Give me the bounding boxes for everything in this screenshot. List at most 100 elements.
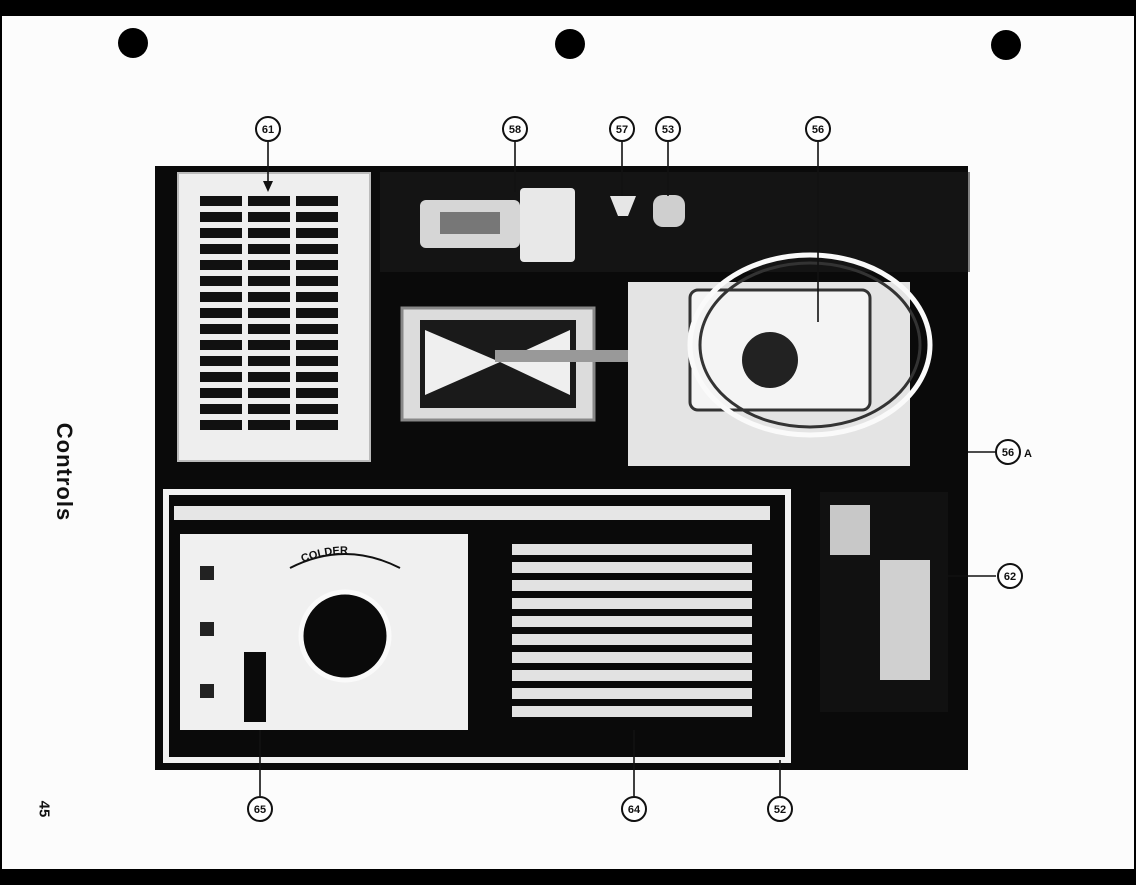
louver-slat xyxy=(512,544,752,555)
grille-slot xyxy=(296,260,338,270)
grille-slot xyxy=(200,388,242,398)
grille-slot xyxy=(248,372,290,382)
louver-slat xyxy=(512,598,752,609)
grille-slot xyxy=(200,324,242,334)
grille-slot xyxy=(200,276,242,286)
callout-58-label: 58 xyxy=(509,124,521,136)
grille-slot xyxy=(200,228,242,238)
grille-slot xyxy=(296,372,338,382)
grille-slot xyxy=(248,260,290,270)
callout-58: 58 xyxy=(502,116,528,142)
grille-slot xyxy=(296,228,338,238)
switch-face xyxy=(880,560,930,680)
grille-slot xyxy=(296,276,338,286)
part-clip xyxy=(610,196,636,216)
plate-bracket xyxy=(425,330,570,395)
callout-62: 62 xyxy=(997,563,1023,589)
grille-slot xyxy=(200,404,242,414)
callout-64-label: 64 xyxy=(628,804,641,816)
callout-64: 64 xyxy=(621,796,647,822)
grille-slot xyxy=(296,196,338,206)
grille-slot xyxy=(248,212,290,222)
callout-57-label: 57 xyxy=(616,124,628,136)
part-air-louver xyxy=(505,538,757,730)
grille-slot xyxy=(200,372,242,382)
callout-52: 52 xyxy=(767,796,793,822)
grille-slot xyxy=(296,212,338,222)
callout-53-label: 53 xyxy=(662,124,674,136)
callout-61-label: 61 xyxy=(262,124,274,136)
grille-slot xyxy=(296,420,338,430)
grille-slot xyxy=(200,356,242,366)
callout-52-label: 52 xyxy=(774,804,786,816)
louver-slats xyxy=(512,544,752,717)
grille-slot xyxy=(248,388,290,398)
thermostat-dial-core xyxy=(742,332,798,388)
grille-slot xyxy=(200,340,242,350)
grille-slot xyxy=(200,196,242,206)
grille-slot xyxy=(248,324,290,334)
part-grille xyxy=(177,172,371,462)
grille-slot xyxy=(296,244,338,254)
grille-slot xyxy=(200,420,242,430)
louver-slat xyxy=(512,706,752,717)
grille-slot xyxy=(296,340,338,350)
grille-slot xyxy=(296,388,338,398)
grille-slot xyxy=(200,260,242,270)
grille-slot xyxy=(200,308,242,318)
grille-slot xyxy=(248,196,290,206)
bulb-cap xyxy=(520,188,575,262)
part-thermostat-bulb xyxy=(420,188,575,262)
grille-slot xyxy=(296,356,338,366)
callout-56a-suffix: A xyxy=(1024,448,1032,460)
grille-slot xyxy=(296,324,338,334)
grille-slot xyxy=(296,292,338,302)
part-control-panel-frame xyxy=(163,489,791,763)
louver-slat xyxy=(512,562,752,573)
bulb-band xyxy=(440,212,500,234)
switch-bracket xyxy=(830,505,870,555)
leader-arrow-61 xyxy=(263,181,273,192)
grille-slot xyxy=(248,340,290,350)
callout-56-label: 56 xyxy=(812,124,824,136)
part-switch xyxy=(820,492,948,712)
dial-arc xyxy=(289,553,401,569)
louver-slat xyxy=(512,616,752,627)
plate-shaft xyxy=(495,350,635,362)
callout-53: 53 xyxy=(655,116,681,142)
dial-marker-2 xyxy=(200,622,214,636)
punch-hole-middle xyxy=(555,29,585,59)
punch-hole-right xyxy=(991,30,1021,60)
louver-slat xyxy=(512,670,752,681)
callout-65-label: 65 xyxy=(254,804,266,816)
grille-slot xyxy=(248,244,290,254)
grille-slot xyxy=(200,244,242,254)
punch-hole-left xyxy=(118,28,148,58)
grille-slot xyxy=(296,404,338,414)
callout-56: 56 xyxy=(805,116,831,142)
callout-62-label: 62 xyxy=(1004,571,1016,583)
grille-slots xyxy=(200,196,338,430)
callout-57: 57 xyxy=(609,116,635,142)
part-knob-cap xyxy=(653,195,685,227)
panel-top-strip xyxy=(174,506,770,520)
dial-marker-3 xyxy=(200,684,214,698)
grille-slot xyxy=(248,356,290,366)
grille-slot xyxy=(200,292,242,302)
dial-slot xyxy=(244,652,266,722)
louver-slat xyxy=(512,634,752,645)
part-dial-plate: COLDER xyxy=(180,534,468,730)
callout-65: 65 xyxy=(247,796,273,822)
grille-slot xyxy=(248,420,290,430)
dial-marker-1 xyxy=(200,566,214,580)
louver-slat xyxy=(512,580,752,591)
capillary-tube-inner xyxy=(698,261,922,429)
grille-slot xyxy=(200,212,242,222)
callout-56a-label: 56 xyxy=(1002,447,1014,459)
grille-slot xyxy=(248,308,290,318)
grille-slot xyxy=(248,228,290,238)
louver-slat xyxy=(512,652,752,663)
part-thermostat-assembly xyxy=(628,252,933,466)
